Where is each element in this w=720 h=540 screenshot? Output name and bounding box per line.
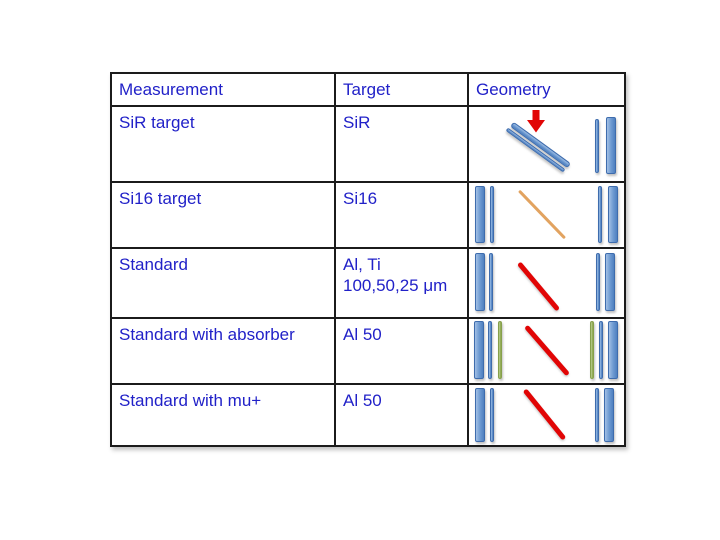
absorber-bar-green-icon — [590, 321, 594, 379]
header-target: Target — [334, 72, 469, 107]
geometry-standard — [469, 249, 624, 317]
detector-bar-thick-icon — [474, 321, 484, 379]
detector-bar-thick-icon — [608, 321, 618, 379]
geometry-cell — [467, 247, 626, 319]
detector-bar-thin-icon — [489, 253, 493, 311]
detector-bar-thick-icon — [605, 253, 615, 311]
geometry-si16-target — [469, 183, 624, 247]
absorber-bar-green-icon — [498, 321, 502, 379]
header-geometry: Geometry — [467, 72, 626, 107]
geometry-sir-target — [469, 107, 624, 181]
measurement-cell: SiR target — [110, 105, 336, 183]
geometry-cell — [467, 105, 626, 183]
measurement-cell: Si16 target — [110, 181, 336, 249]
geometry-standard-absorber — [469, 319, 624, 383]
detector-bar-thick-icon — [608, 186, 618, 243]
table-row: Standard Al, Ti 100,50,25 μm — [110, 247, 626, 319]
target-cell: Al, Ti 100,50,25 μm — [334, 247, 469, 319]
red-beam-line-icon — [524, 324, 570, 377]
beam-down-arrow-icon — [527, 110, 545, 133]
geometry-cell — [467, 383, 626, 447]
geometry-cell — [467, 317, 626, 385]
detector-bar-thin-icon — [490, 388, 494, 442]
detector-bar-thin-icon — [599, 321, 603, 379]
measurement-cell: Standard with mu+ — [110, 383, 336, 447]
measurement-cell: Standard — [110, 247, 336, 319]
geometry-cell — [467, 181, 626, 249]
table-row: Standard with mu+ Al 50 — [110, 383, 626, 447]
header-measurement: Measurement — [110, 72, 336, 107]
target-cell: Al 50 — [334, 317, 469, 385]
table-row: SiR target SiR — [110, 105, 626, 183]
target-cell: Si16 — [334, 181, 469, 249]
measurement-table: Measurement Target Geometry SiR target S… — [110, 72, 626, 447]
tilted-target-bar-icon — [505, 127, 566, 173]
detector-bar-thick-icon — [475, 388, 485, 442]
detector-bar-thin-icon — [490, 186, 494, 243]
detector-bar-thick-icon — [606, 117, 616, 174]
red-beam-line-icon — [522, 388, 567, 441]
table-row: Si16 target Si16 — [110, 181, 626, 249]
detector-bar-thin-icon — [595, 388, 599, 442]
detector-bar-thick-icon — [475, 253, 485, 311]
geometry-standard-muplus — [469, 385, 624, 445]
target-cell: Al 50 — [334, 383, 469, 447]
detector-bar-thick-icon — [604, 388, 614, 442]
table-row: Standard with absorber Al 50 — [110, 317, 626, 385]
detector-bar-thin-icon — [488, 321, 492, 379]
detector-bar-thin-icon — [595, 119, 599, 173]
measurement-cell: Standard with absorber — [110, 317, 336, 385]
orange-beam-line-icon — [517, 189, 567, 240]
detector-bar-thin-icon — [598, 186, 602, 243]
target-cell: SiR — [334, 105, 469, 183]
detector-bar-thin-icon — [596, 253, 600, 311]
red-beam-line-icon — [516, 261, 561, 312]
table-header-row: Measurement Target Geometry — [110, 72, 626, 107]
detector-bar-thick-icon — [475, 186, 485, 243]
